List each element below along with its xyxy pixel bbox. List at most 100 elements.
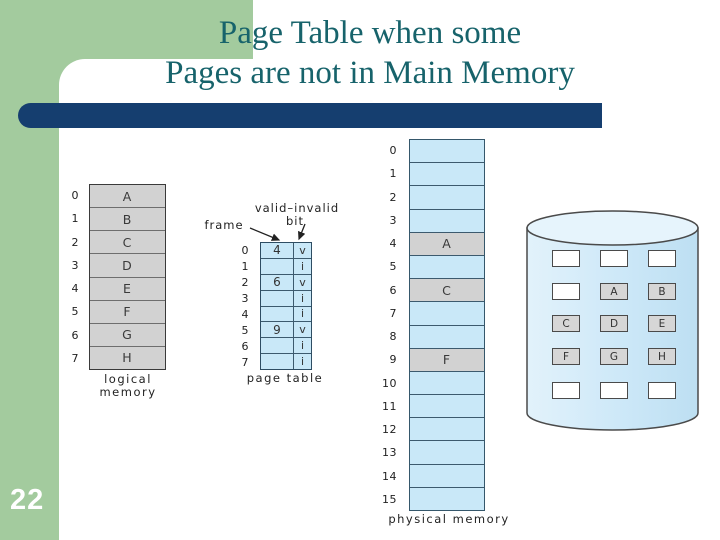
row-index: 0 (241, 243, 249, 257)
disk-page-cell: E (648, 315, 676, 332)
physical-memory-frame: F (410, 347, 484, 371)
physical-memory-frame (410, 185, 484, 208)
logical-memory-cell: B (90, 207, 165, 230)
page-table-row: i (261, 289, 311, 306)
row-index: 6 (71, 328, 79, 342)
logical-memory-cell: H (90, 345, 165, 369)
valid-bit-cell: i (293, 306, 311, 322)
logical-memory-cell: A (122, 188, 133, 204)
physical-memory-frame (410, 463, 484, 487)
disk-page-cell (648, 250, 676, 267)
slide-title-line1: Page Table when some (218, 15, 522, 51)
row-index: 5 (241, 323, 249, 337)
caption-line: logical (104, 372, 152, 386)
physical-memory-frame (410, 140, 484, 162)
caption-line: memory (99, 385, 157, 399)
disk-page-cell: B (648, 283, 676, 300)
row-index: 7 (71, 351, 79, 365)
logical-memory-cell: D (90, 253, 165, 276)
disk-page-cell: G (600, 348, 628, 365)
row-index: 1 (241, 259, 249, 273)
frame-number-cell (261, 307, 293, 322)
physical-memory-frame (410, 324, 484, 348)
row-index: 8 (389, 330, 397, 344)
title-underline-bar (18, 103, 602, 128)
row-index: 2 (71, 235, 79, 249)
frame-number-cell (261, 338, 293, 353)
logical-memory-caption: logical memory (73, 373, 183, 399)
valid-invalid-label: valid–invalid (254, 201, 340, 215)
disk-page-cell (552, 250, 580, 267)
row-index: 6 (241, 339, 249, 353)
page-table-row: 6 v (261, 273, 311, 290)
row-index: 10 (382, 376, 397, 390)
page-table-row: i (261, 353, 311, 369)
row-index: 4 (389, 237, 397, 251)
frame-label: frame (204, 218, 244, 232)
slide-title-line2: Pages are not in Main Memory (165, 55, 575, 91)
page-table-row: i (261, 257, 311, 274)
row-index: 6 (389, 283, 397, 297)
physical-memory-frame (410, 162, 484, 185)
row-index: 1 (71, 212, 79, 226)
page-table-row: i (261, 305, 311, 322)
frame-number-cell (261, 259, 293, 274)
physical-memory-table: A C F (409, 139, 485, 511)
disk-page-cell (600, 382, 628, 399)
physical-memory-frame (410, 301, 484, 324)
valid-bit-cell: i (293, 258, 311, 274)
row-index: 11 (382, 399, 397, 413)
valid-bit-cell: i (293, 290, 311, 306)
frame-number-cell: 9 (273, 322, 281, 337)
valid-bit-cell: i (293, 354, 311, 369)
physical-memory-frame (410, 394, 484, 417)
disk-page-cell: C (552, 315, 580, 332)
row-index: 0 (71, 189, 79, 203)
green-sidebar-strip (0, 0, 59, 540)
disk-page-cell (600, 250, 628, 267)
valid-bit-cell: v (293, 243, 311, 258)
page-table-indices: 0 1 2 3 4 5 6 7 (236, 242, 254, 370)
disk-page-cell: H (648, 348, 676, 365)
row-index: 4 (71, 282, 79, 296)
physical-memory-frame (410, 486, 484, 510)
disk-page-cell (648, 382, 676, 399)
page-table-row: i (261, 337, 311, 354)
row-index: 14 (382, 469, 397, 483)
page-table-row: 4 v (261, 243, 311, 258)
frame-number-cell (261, 291, 293, 306)
row-index: 15 (382, 492, 397, 506)
row-index: 2 (241, 275, 249, 289)
logical-memory-indices: 0 1 2 3 4 5 6 7 (60, 184, 84, 370)
slide-number: 22 (10, 484, 45, 516)
physical-memory-caption: physical memory (388, 512, 510, 526)
row-index: 1 (389, 167, 397, 181)
valid-bit-cell: i (293, 338, 311, 354)
row-index: 3 (241, 291, 249, 305)
physical-memory-frame: A (410, 231, 484, 255)
physical-memory-indices: 0 1 2 3 4 5 6 7 8 9 10 11 12 13 14 15 (372, 139, 402, 511)
page-table: 4 v i 6 v i i 9 v i i (260, 242, 312, 370)
row-index: 5 (71, 305, 79, 319)
disk-page-cell: A (600, 283, 628, 300)
valid-bit-cell: v (293, 274, 311, 290)
logical-memory-cell: F (90, 299, 165, 323)
frame-number-cell (261, 354, 293, 369)
row-index: 9 (389, 353, 397, 367)
physical-memory-frame (410, 208, 484, 232)
row-index: 7 (389, 306, 397, 320)
logical-memory-cell: C (90, 230, 165, 253)
row-index: 0 (389, 144, 397, 158)
disk-page-cell (552, 382, 580, 399)
physical-memory-frame (410, 370, 484, 394)
physical-memory-frame (410, 254, 484, 278)
disk-page-cell: D (600, 315, 628, 332)
logical-memory-table: A B C D E F G H (89, 184, 166, 370)
physical-memory-frame (410, 417, 484, 440)
disk-page-cell: F (552, 348, 580, 365)
row-index: 4 (241, 307, 249, 321)
slide-title: Page Table when some Pages are not in Ma… (70, 13, 670, 93)
row-index: 3 (389, 213, 397, 227)
row-index: 13 (382, 446, 397, 460)
